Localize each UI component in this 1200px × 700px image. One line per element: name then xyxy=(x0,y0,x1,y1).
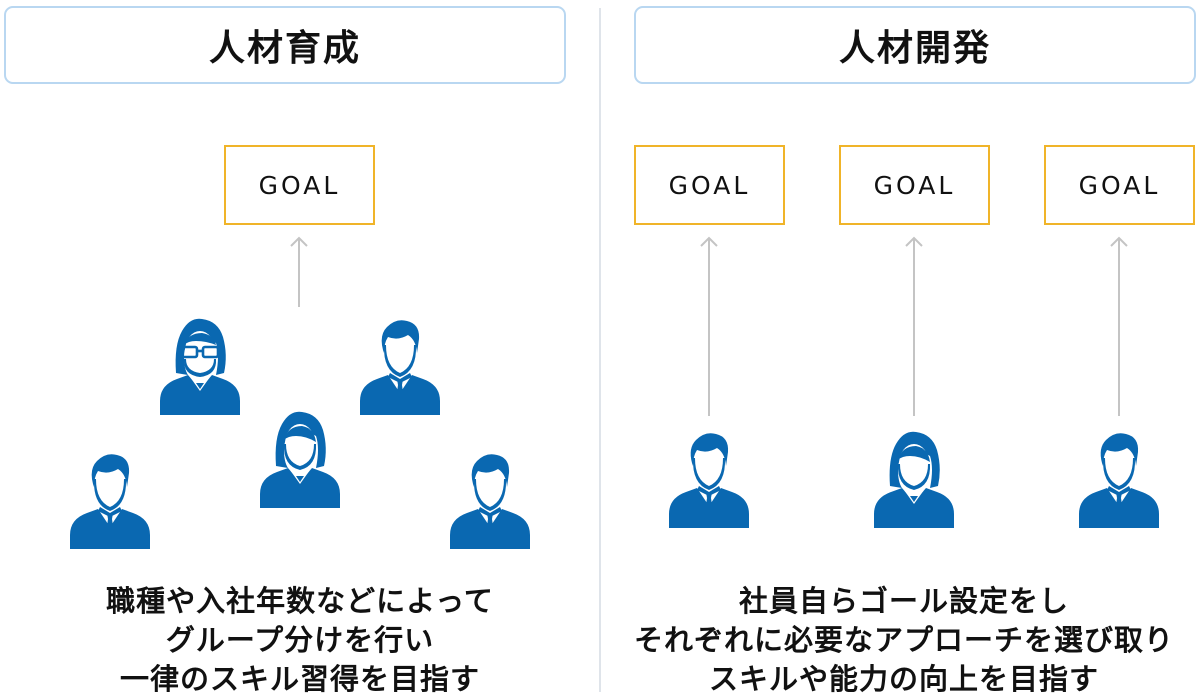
person-man-icon xyxy=(70,454,150,549)
right-panel-title-text: 人材開発 xyxy=(838,28,991,69)
right-caption-line-1: 社員自らゴール設定をし xyxy=(738,584,1069,618)
left-panel-title-text: 人材育成 xyxy=(208,28,361,69)
right-panel-title: 人材開発 xyxy=(634,6,1196,84)
left-goal-box: GOAL xyxy=(224,145,375,225)
left-goal-label: GOAL xyxy=(258,170,341,200)
right-goal-label-2: GOAL xyxy=(873,170,956,200)
arrow-up-icon xyxy=(290,236,308,307)
arrow-up-icon xyxy=(1110,236,1128,416)
left-caption-line-3: 一律のスキル習得を目指す xyxy=(119,662,480,696)
person-man-icon xyxy=(450,454,530,549)
right-goal-box-2: GOAL xyxy=(839,145,990,225)
right-caption-line-2: それぞれに必要なアプローチを選び取り xyxy=(633,623,1174,657)
person-man-icon xyxy=(669,433,749,528)
arrow-up-icon xyxy=(700,236,718,416)
person-woman-icon xyxy=(874,431,954,528)
right-goal-box-3: GOAL xyxy=(1044,145,1195,225)
arrow-up-icon xyxy=(905,236,923,416)
left-caption-line-1: 職種や入社年数などによって xyxy=(106,584,494,618)
right-caption: 社員自らゴール設定をし それぞれに必要なアプローチを選び取り スキルや能力の向上… xyxy=(612,582,1196,699)
person-man-icon xyxy=(360,320,440,415)
panel-divider xyxy=(599,8,601,692)
right-caption-line-3: スキルや能力の向上を目指す xyxy=(708,662,1099,696)
right-goal-label-1: GOAL xyxy=(668,170,751,200)
left-caption: 職種や入社年数などによって グループ分けを行い 一律のスキル習得を目指す xyxy=(40,582,560,699)
left-panel-title: 人材育成 xyxy=(4,6,566,84)
person-woman-icon xyxy=(260,411,340,508)
right-goal-box-1: GOAL xyxy=(634,145,785,225)
left-caption-line-2: グループ分けを行い xyxy=(165,623,435,657)
right-goal-label-3: GOAL xyxy=(1078,170,1161,200)
person-woman-glasses-icon xyxy=(160,317,240,415)
person-man-icon xyxy=(1079,433,1159,528)
